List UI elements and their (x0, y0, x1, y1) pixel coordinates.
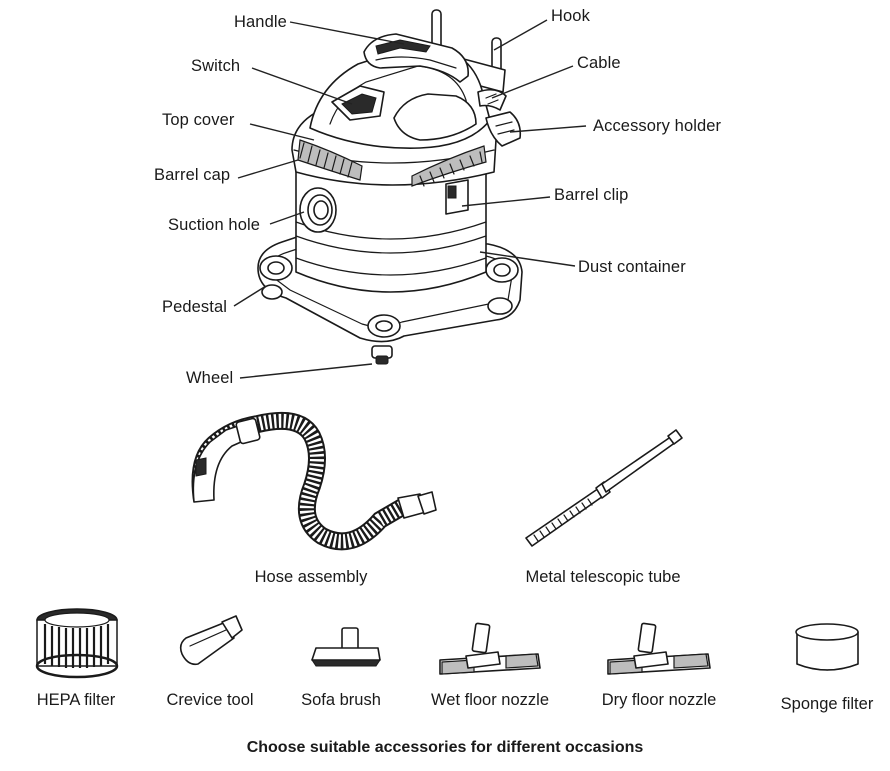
label-switch: Switch (191, 57, 241, 75)
label-wheel: Wheel (186, 369, 234, 387)
handle-shape (363, 33, 469, 83)
metal-telescopic-tube-drawing (525, 429, 683, 547)
label-sponge-filter: Sponge filter (780, 695, 874, 713)
switch-shape (331, 85, 385, 121)
wet-floor-nozzle-drawing (439, 622, 541, 675)
label-hepa-filter: HEPA filter (36, 691, 116, 709)
dry-floor-nozzle-drawing (607, 622, 711, 675)
hepa-filter-drawing (35, 608, 119, 679)
suction-hole-shape (299, 187, 337, 233)
label-cable: Cable (577, 54, 621, 72)
label-hose-assembly: Hose assembly (254, 568, 368, 586)
sofa-brush-drawing (311, 627, 381, 667)
label-pedestal: Pedestal (162, 298, 228, 316)
label-hook: Hook (551, 7, 590, 25)
dust-container-shape (295, 161, 487, 293)
hose-assembly-drawing (191, 412, 437, 551)
sponge-filter-drawing (795, 623, 859, 671)
footer-caption: Choose suitable accessories for differen… (246, 739, 644, 756)
vacuum-cleaner-drawing (257, 9, 523, 365)
label-dry-floor-nozzle: Dry floor nozzle (601, 691, 717, 709)
label-barrel-cap: Barrel cap (154, 166, 231, 184)
label-handle: Handle (234, 13, 287, 31)
label-suction-hole: Suction hole (168, 216, 261, 234)
label-crevice-tool: Crevice tool (166, 691, 254, 709)
label-metal-telescopic-tube: Metal telescopic tube (525, 568, 681, 586)
label-dust-container: Dust container (578, 258, 686, 276)
crevice-tool-drawing (179, 615, 243, 666)
label-sofa-brush: Sofa brush (301, 691, 381, 709)
leader-lines (233, 19, 587, 379)
label-barrel-clip: Barrel clip (554, 186, 629, 204)
wheel-shape (371, 345, 393, 365)
accessory-holder-shape (485, 111, 522, 147)
label-top-cover: Top cover (162, 111, 235, 129)
label-wet-floor-nozzle: Wet floor nozzle (431, 691, 549, 709)
barrel-clip-shape (445, 179, 469, 215)
label-accessory-holder: Accessory holder (593, 117, 722, 135)
